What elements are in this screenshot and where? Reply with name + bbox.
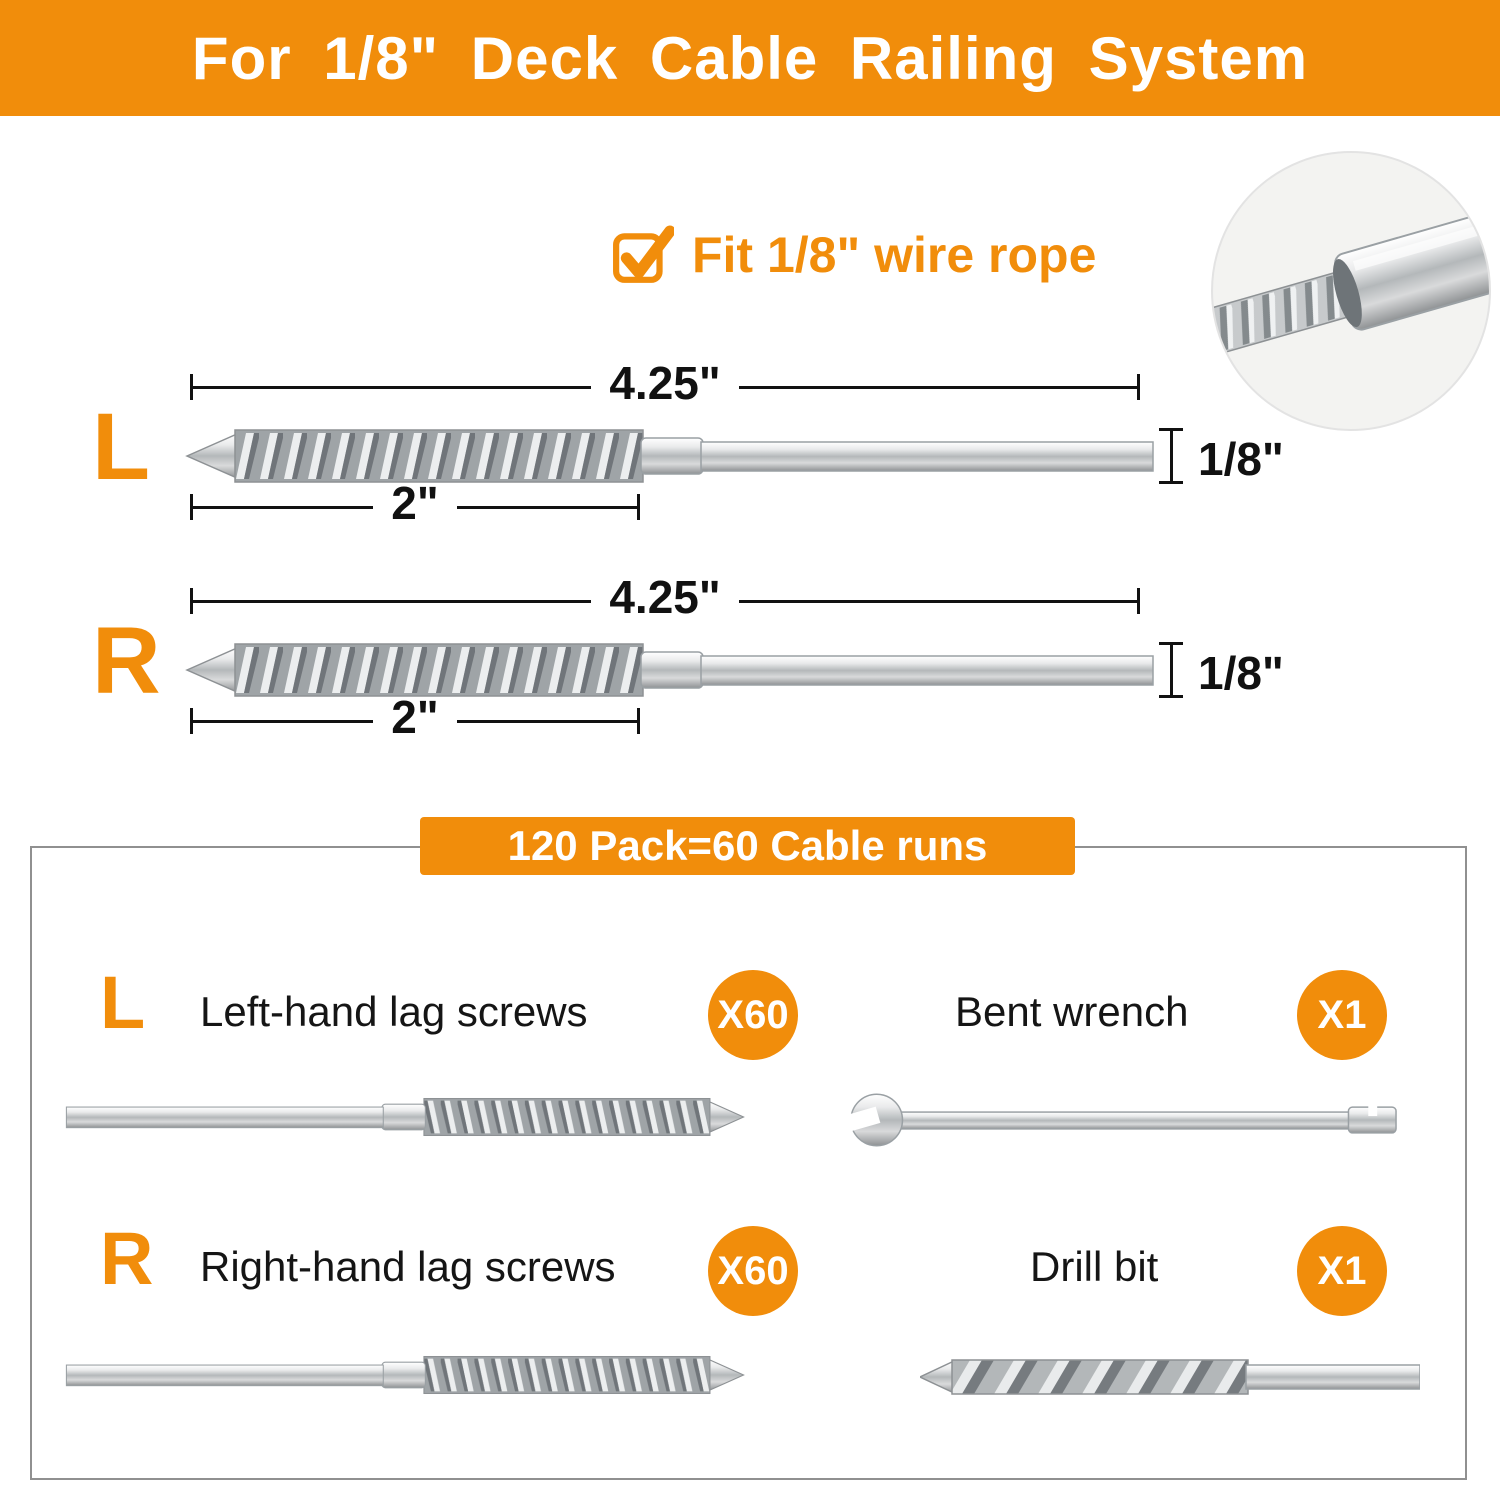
pack-item-label: Left-hand lag screws (200, 988, 588, 1035)
pack-item-label: Right-hand lag screws (200, 1243, 616, 1290)
lag-screw-image (185, 418, 1155, 494)
pack-item-letter: L (100, 961, 146, 1044)
right-lag-screw-image (65, 1348, 745, 1402)
diagram-letter: L (92, 394, 151, 500)
pack-title: 120 Pack=60 Cable runs (420, 817, 1075, 875)
diagram-letter: R (92, 608, 161, 714)
overall-length-dimension: 4.25" (190, 574, 1140, 620)
overall-length-value: 4.25" (609, 571, 721, 623)
quantity-badge: X1 (1297, 1226, 1387, 1316)
quantity-value: X60 (717, 992, 789, 1037)
pack-item-label: Bent wrench (955, 988, 1189, 1035)
left-lag-screw-image (65, 1090, 745, 1144)
thread-length-dimension: 2" (190, 480, 640, 526)
thread-length-value: 2" (391, 691, 439, 743)
quantity-value: X60 (717, 1248, 789, 1293)
thread-length-dimension: 2" (190, 694, 640, 740)
quantity-badge: X1 (1297, 970, 1387, 1060)
thread-length-value: 2" (391, 477, 439, 529)
quantity-value: X1 (1317, 1248, 1367, 1293)
pack-item-letter: R (100, 1217, 154, 1300)
fit-callout: Fit 1/8" wire rope (612, 224, 1096, 286)
banner-title: For 1/8" Deck Cable Railing System (191, 24, 1309, 92)
drill-bit-image (920, 1359, 1420, 1395)
bent-wrench-image (845, 1093, 1397, 1147)
diameter-dimension-ticks (1158, 642, 1184, 698)
wire-rope-photo (1211, 151, 1491, 431)
pack-item-label: Drill bit (1030, 1243, 1159, 1290)
quantity-badge: X60 (708, 1226, 798, 1316)
checkbox-check-icon (613, 225, 674, 283)
diameter-dimension-ticks (1158, 428, 1184, 484)
diameter-value: 1/8" (1198, 647, 1284, 699)
quantity-value: X1 (1317, 992, 1367, 1037)
overall-length-value: 4.25" (609, 357, 721, 409)
overall-length-dimension: 4.25" (190, 360, 1140, 406)
diameter-value: 1/8" (1198, 433, 1284, 485)
lag-screw-image (185, 632, 1155, 708)
fit-label: Fit 1/8" wire rope (692, 227, 1097, 283)
banner: For 1/8" Deck Cable Railing System (0, 0, 1500, 116)
quantity-badge: X60 (708, 970, 798, 1060)
